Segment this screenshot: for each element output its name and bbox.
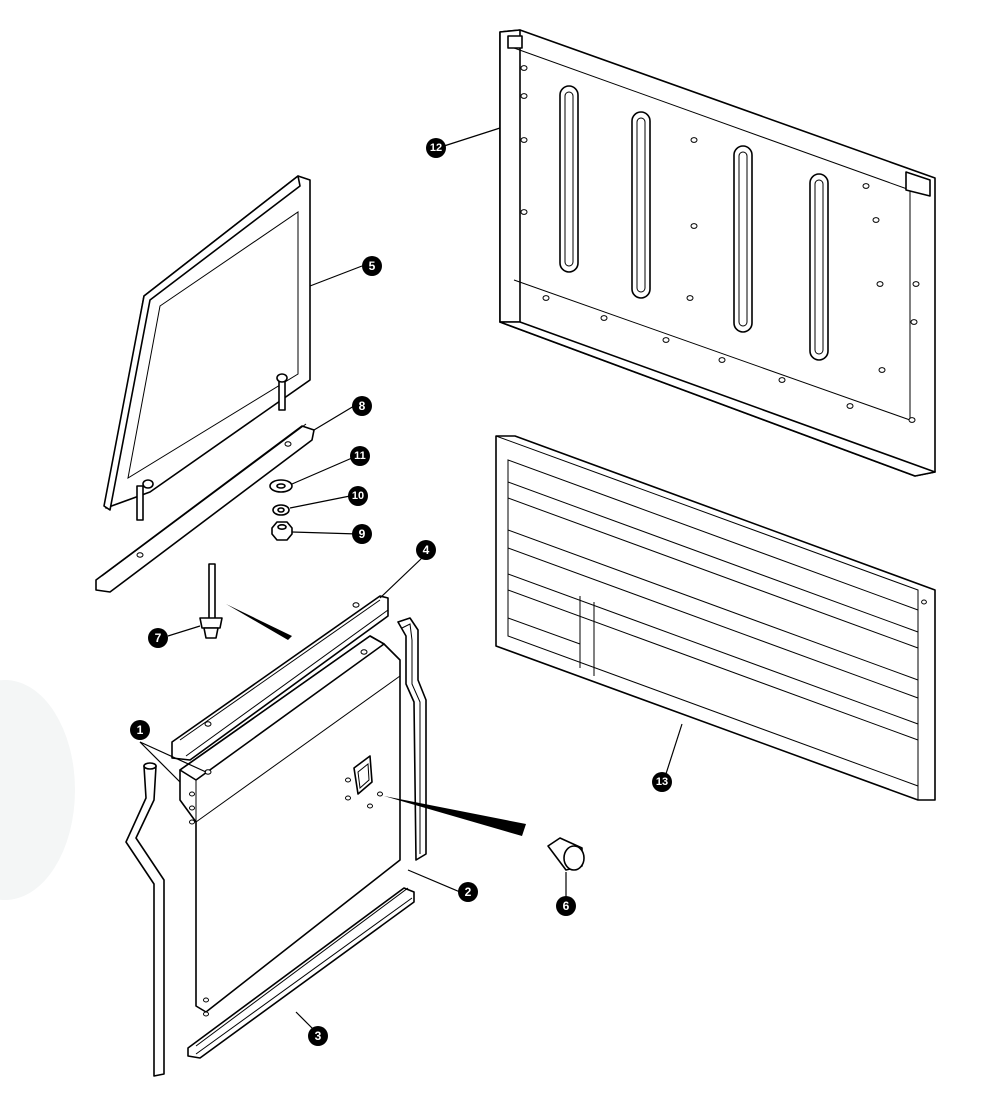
svg-text:5: 5 [369,259,376,273]
part-9-nut [271,521,293,541]
svg-text:12: 12 [430,142,442,154]
panel-holes [520,65,920,423]
callout-5: 5 [362,256,382,276]
callout-3: 3 [308,1026,328,1046]
part-13-tray-frame [495,435,936,801]
svg-text:9: 9 [359,527,366,541]
callout-12: 12 [426,138,446,158]
svg-text:7: 7 [155,631,162,645]
callout-4: 4 [416,540,436,560]
part-1-door-panel [179,635,526,1017]
svg-text:6: 6 [563,899,570,913]
part-6-knob [547,837,585,871]
svg-text:10: 10 [352,490,364,502]
callout-8: 8 [352,396,372,416]
callout-13: 13 [652,772,672,792]
callout-1: 1 [130,720,150,740]
part-2-side-seal [397,617,427,861]
svg-text:4: 4 [423,543,430,557]
part-12-back-panel [499,29,936,477]
part-8-rail [95,423,315,593]
leader-lines [139,127,683,1033]
part-11-flat-washer [269,479,293,493]
svg-text:1: 1 [137,723,144,737]
background-shade [0,680,75,900]
callout-11: 11 [350,446,370,466]
svg-text:3: 3 [315,1029,322,1043]
callout-9: 9 [352,524,372,544]
part-5-window-frame [103,175,311,521]
part-3-bottom-rail [187,887,415,1059]
svg-text:11: 11 [354,450,366,462]
part-4-top-rail [171,595,389,761]
callout-7: 7 [148,628,168,648]
part-10-lock-washer [272,504,290,516]
svg-text:8: 8 [359,399,366,413]
svg-text:13: 13 [656,776,668,788]
callout-6: 6 [556,896,576,916]
callout-10: 10 [348,486,368,506]
part-7-rivet [199,563,292,640]
callout-2: 2 [458,882,478,902]
panel-slots [559,85,829,361]
svg-text:2: 2 [465,885,472,899]
left-rod [125,762,165,1077]
